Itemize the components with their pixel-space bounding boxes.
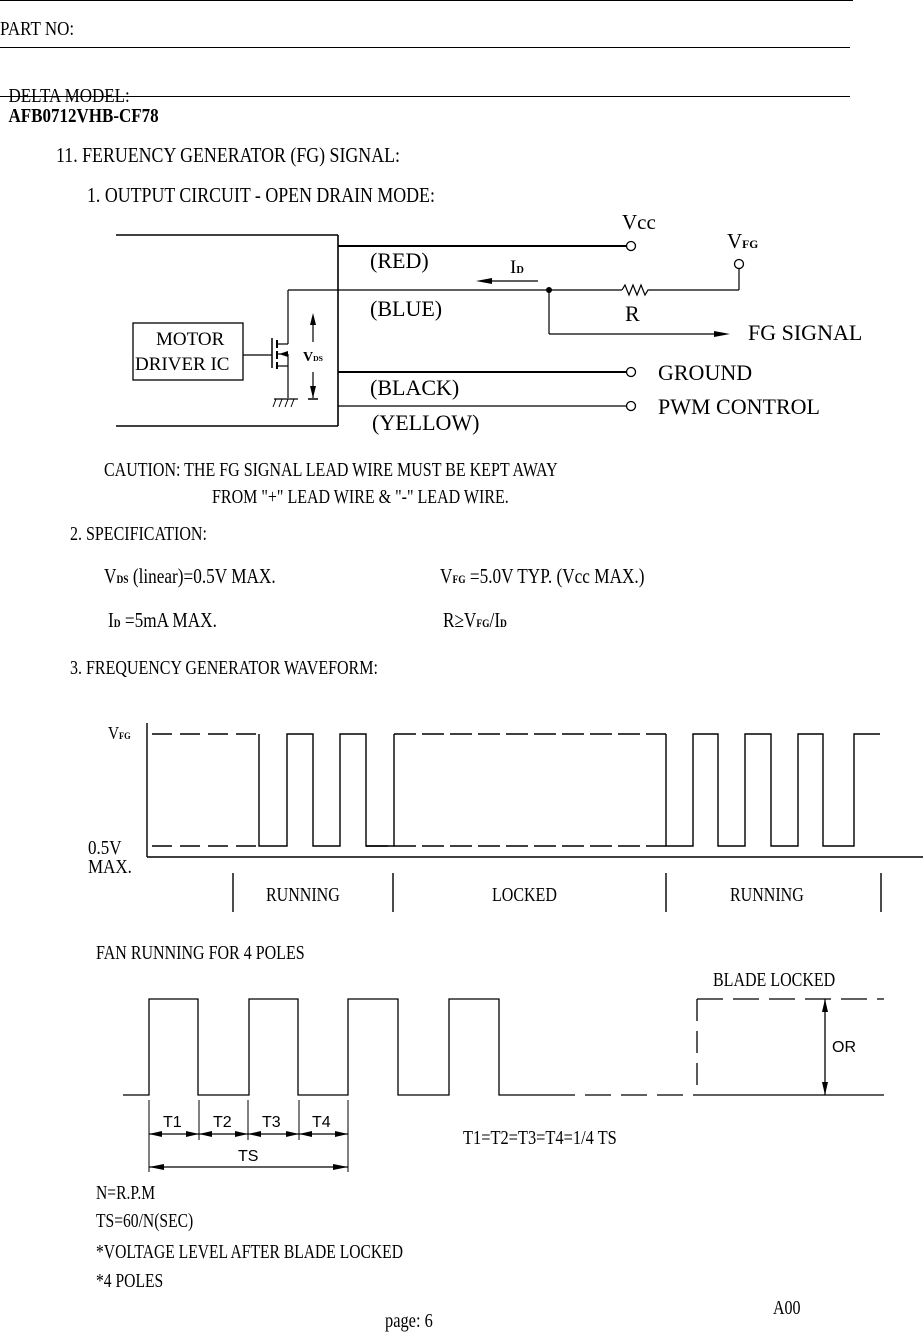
- note-voltage-level: *VOLTAGE LEVEL AFTER BLADE LOCKED: [96, 1241, 403, 1263]
- id-label-sub: D: [516, 265, 524, 276]
- pwm-terminal: [625, 400, 637, 412]
- vds-arrowhead-up: [310, 313, 316, 325]
- subsection-output-circuit-title: 1. OUTPUT CIRCUIT - OPEN DRAIN MODE:: [87, 183, 435, 207]
- resistor-label: R: [625, 301, 640, 326]
- model-value: AFB0712VHB-CF78: [8, 105, 159, 127]
- spec-id: ID =5mA MAX.: [108, 610, 217, 631]
- wire-label-red: (RED): [370, 248, 429, 273]
- vcc-terminal: [625, 240, 637, 252]
- vds-arrowhead-down: [310, 386, 316, 398]
- note-four-poles: *4 POLES: [96, 1270, 164, 1292]
- header-rule-bottom: [0, 96, 850, 97]
- spec-vds-text: (linear)=0.5V MAX.: [128, 564, 276, 588]
- spec-r-sub1: FG: [476, 618, 490, 630]
- waveform-vfg-sub: FG: [119, 731, 131, 742]
- period-equation: T1=T2=T3=T4=1/4 TS: [463, 1127, 617, 1149]
- model-label: DELTA MODEL: AFB0712VHB-CF78: [0, 66, 159, 126]
- waveform-low-label-1: 0.5V: [88, 837, 122, 859]
- header-rule-mid: [0, 47, 850, 48]
- ground-label: GROUND: [658, 360, 753, 385]
- id-label: ID: [510, 258, 524, 277]
- ts-arrowhead-right: [333, 1164, 348, 1170]
- vcc-label: Vcc: [622, 210, 656, 234]
- spec-vfg: VFG =5.0V TYP. (Vcc MAX.): [440, 566, 644, 587]
- fg-signal-arrowhead: [714, 331, 730, 337]
- wire-label-blue: (BLUE): [370, 296, 443, 321]
- waveform-vfg-main: V: [108, 723, 120, 743]
- spec-id-sub: D: [113, 618, 121, 630]
- region-label-locked: LOCKED: [492, 884, 557, 906]
- note-ts-formula: TS=60/N(SEC): [96, 1210, 194, 1232]
- subsection-specification-title: 2. SPECIFICATION:: [70, 523, 207, 545]
- spec-vfg-prefix: V: [440, 564, 453, 588]
- spec-r-slash: /I: [489, 608, 501, 632]
- wire-label-black: (BLACK): [370, 375, 460, 400]
- pwm-control-label: PWM CONTROL: [658, 394, 820, 419]
- section-title: 11. FERUENCY GENERATOR (FG) SIGNAL:: [56, 143, 400, 167]
- spec-id-prefix: I: [108, 608, 114, 632]
- ts-label: TS: [238, 1148, 259, 1165]
- vfg-terminal: [733, 258, 745, 270]
- waveform-vfg-label: VFG: [108, 724, 131, 742]
- caution-line2: FROM "+" LEAD WIRE & "-" LEAD WIRE.: [212, 486, 509, 508]
- header-rule-top: [0, 0, 853, 1]
- fg-signal-label: FG SIGNAL: [748, 320, 863, 345]
- spec-id-text: =5mA MAX.: [120, 608, 217, 632]
- page-number: page: 6: [385, 1310, 433, 1332]
- vfg-label-main: V: [727, 229, 743, 253]
- spec-r-text: R≥V: [443, 608, 477, 632]
- spec-vfg-sub: FG: [452, 574, 466, 586]
- ts-arrowhead-left: [149, 1164, 164, 1170]
- model-label-text: DELTA MODEL:: [8, 85, 130, 107]
- blade-locked-label: BLADE LOCKED: [713, 969, 836, 991]
- vds-label: VDS: [303, 351, 323, 365]
- note-rpm: N=R.P.M: [96, 1182, 156, 1204]
- vfg-label: VFG: [727, 231, 758, 252]
- or-arrowhead-up: [822, 999, 828, 1012]
- caution-line1: CAUTION: THE FG SIGNAL LEAD WIRE MUST BE…: [104, 459, 558, 481]
- id-arrowhead: [476, 278, 492, 284]
- vds-label-sub: DS: [313, 354, 323, 363]
- spec-r: R≥VFG/ID: [443, 610, 507, 631]
- or-arrowhead-down: [822, 1082, 828, 1095]
- part-no-label: PART NO:: [0, 18, 75, 40]
- region-label-running-2: RUNNING: [730, 884, 804, 906]
- spec-vfg-text: =5.0V TYP. (Vcc MAX.): [465, 564, 645, 588]
- period-label-t2: T2: [213, 1114, 232, 1131]
- subsection-waveform-title: 3. FREQUENCY GENERATOR WAVEFORM:: [70, 657, 378, 679]
- wire-label-yellow: (YELLOW): [372, 410, 480, 435]
- revision-label: A00: [773, 1297, 801, 1319]
- period-label-t4: T4: [312, 1114, 331, 1131]
- spec-vds-sub: DS: [116, 574, 129, 586]
- resistor: [621, 283, 656, 297]
- period-label-t1: T1: [163, 1114, 182, 1131]
- four-pole-title: FAN RUNNING FOR 4 POLES: [96, 942, 305, 964]
- region-label-running-1: RUNNING: [266, 884, 340, 906]
- junction-dot: [546, 287, 552, 293]
- spec-vds-prefix: V: [104, 564, 117, 588]
- id-label-main: I: [510, 257, 517, 278]
- or-label: OR: [832, 1039, 856, 1056]
- ic-label-line1: MOTOR: [156, 329, 225, 350]
- ic-label-line2: DRIVER IC: [135, 354, 230, 375]
- waveform-low-label-2: MAX.: [88, 856, 132, 878]
- spec-r-sub2: D: [500, 618, 507, 630]
- period-label-t3: T3: [262, 1114, 281, 1131]
- four-pole-pulse-train: [123, 998, 549, 1096]
- ground-terminal: [625, 366, 637, 378]
- spec-vds: VDS (linear)=0.5V MAX.: [104, 566, 276, 587]
- vfg-label-sub: FG: [742, 239, 759, 251]
- vds-label-main: V: [303, 350, 314, 365]
- waveform-running-1: [258, 733, 395, 847]
- mosfet-arrow: [279, 351, 288, 357]
- waveform-running-2: [665, 733, 880, 847]
